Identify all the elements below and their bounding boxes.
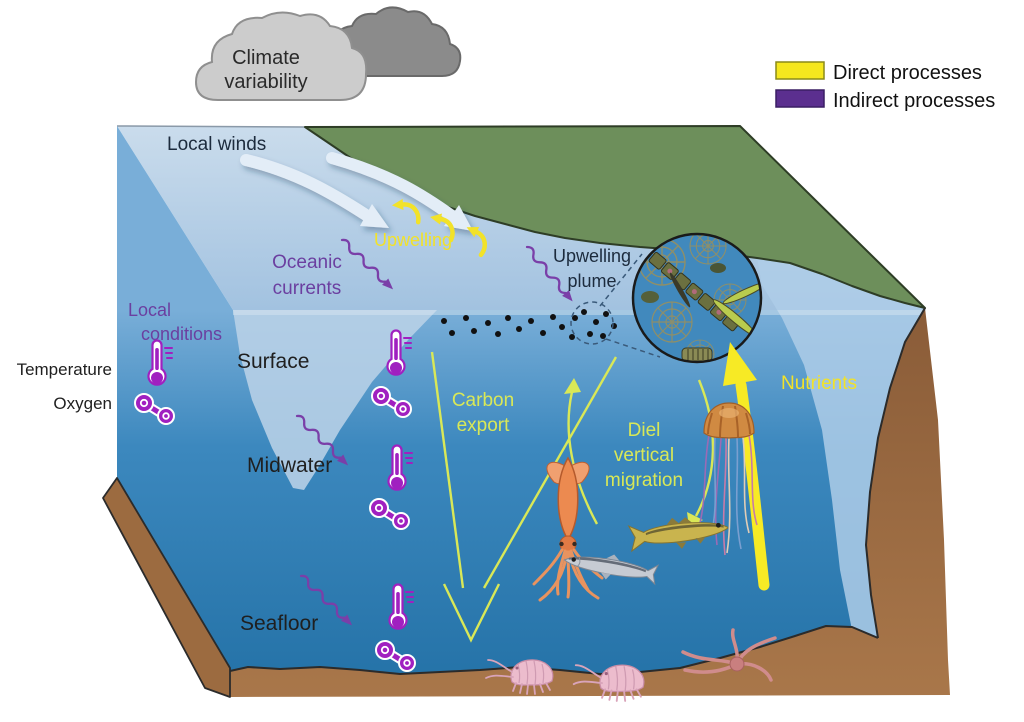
label-local-conditions-1: Local [128,300,171,320]
label-upwelling: Upwelling [374,230,452,250]
label-carbon-export-1: Carbon [452,390,514,411]
striped-diatom [681,347,713,362]
fauna [485,402,777,702]
yellow-fish-icon [627,517,729,553]
upwelling-plume-dots [441,309,617,340]
label-temperature: Temperature [17,360,112,379]
cloud-icon-light [194,11,368,101]
coastal-cliff-and-seafloor [230,308,950,697]
top-edge-line [116,125,306,128]
squid-icon [532,456,604,602]
legend-label-indirect: Indirect processes [833,90,995,112]
plankton-magnifier-inset [631,232,763,364]
brittle-star-icon [681,628,777,682]
label-upwelling-plume-1: Upwelling [553,246,631,266]
wind-arrow-icon [240,154,389,228]
label-dvm-3: migration [605,470,683,491]
waterline-sheen [233,310,925,315]
label-seafloor: Seafloor [240,612,318,635]
clouds: Climate variability [194,6,462,101]
legend: Direct processes Indirect processes [775,61,995,112]
legend-swatch-direct [775,61,825,80]
label-oceanic-currents-2: currents [273,278,342,299]
label-surface: Surface [237,350,309,373]
pennate-diatom [722,281,761,305]
nearshore-light-band [757,258,925,638]
ocean-block [102,125,950,698]
label-climate-1: Climate [232,47,300,69]
label-dvm-2: vertical [614,445,674,466]
label-upwelling-plume-2: plume [567,271,616,291]
label-oceanic-currents-1: Oceanic [272,252,342,273]
legend-label-direct: Direct processes [833,62,982,84]
left-sediment-strip [102,477,231,698]
plankton-contents [636,234,761,362]
inset-connector-lines [599,253,661,358]
label-carbon-export-2: export [457,415,511,436]
plume-sample-dashed-circle [570,301,614,345]
label-local-winds: Local winds [167,134,266,155]
water-front-face [117,126,925,674]
jellyfish-icon [698,402,758,556]
label-dvm-1: Diel [628,420,661,441]
legend-swatch-indirect [775,89,825,108]
label-oxygen: Oxygen [53,394,112,413]
label-nutrients: Nutrients [781,373,857,394]
label-midwater: Midwater [247,454,332,477]
label-local-conditions-2: conditions [141,324,222,344]
surface-layer-tongue [233,310,437,490]
label-climate-2: variability [224,71,307,93]
wind-arrows [240,152,473,231]
silver-fish-icon [563,554,660,586]
seafloor-outline [229,307,926,675]
